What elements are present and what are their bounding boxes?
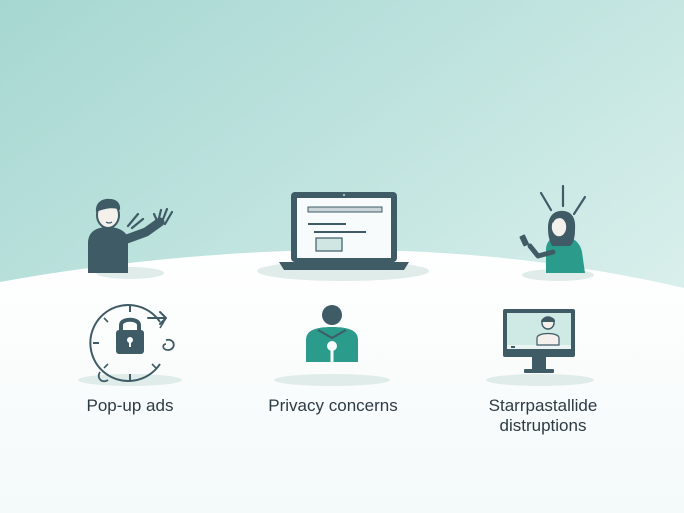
item-label-line-1: Starrpastallide <box>488 396 598 415</box>
item-label: Privacy concerns <box>268 396 398 415</box>
item-label: Pop-up ads <box>86 396 174 415</box>
person-keyhole-icon <box>274 305 390 386</box>
waving-person-icon <box>88 198 174 279</box>
video-monitor-icon <box>486 309 594 386</box>
phone-person-icon <box>519 184 594 281</box>
label-privacy-concerns: Privacy concerns <box>250 396 416 416</box>
laptop-icon <box>257 192 429 281</box>
label-disruptions: Starrpastallide distruptions <box>470 396 616 436</box>
item-label-line-2: distruptions <box>499 416 587 435</box>
lock-clock-icon <box>78 304 182 386</box>
label-pop-up-ads: Pop-up ads <box>60 396 200 416</box>
